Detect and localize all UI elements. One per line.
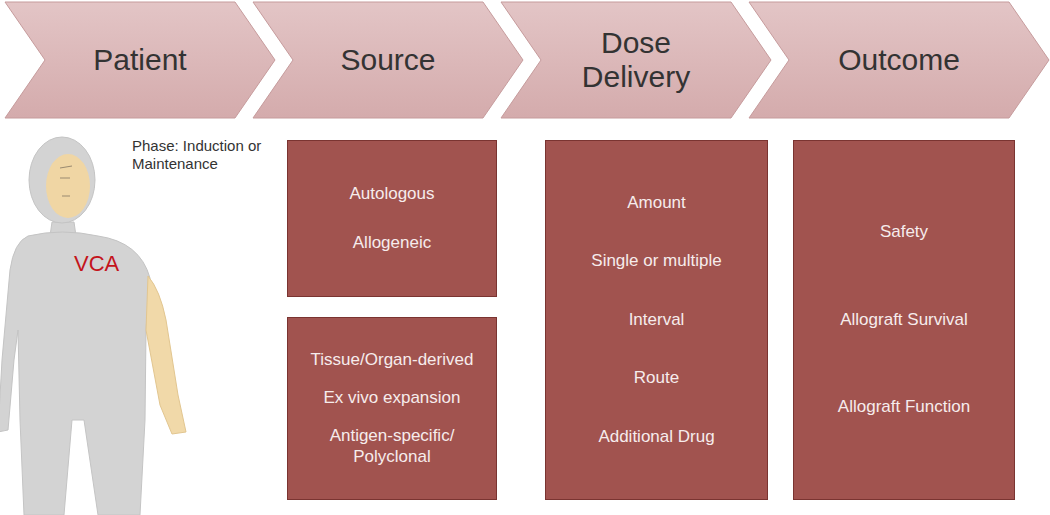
parameter-item: Safety (880, 222, 928, 242)
stage-title: Source (340, 43, 435, 77)
parameter-box: AutologousAllogeneic (287, 140, 497, 297)
parameter-box: Tissue/Organ-derived Ex vivo expansionAnt… (287, 317, 497, 500)
parameter-item: Route (634, 368, 679, 388)
parameter-item: Allograft Survival (840, 310, 968, 330)
parameter-item: Autologous (349, 184, 434, 204)
parameter-item: Additional Drug (598, 427, 714, 447)
phase-note: Phase: Induction or Maintenance (132, 137, 267, 173)
parameter-box: AmountSingle or multipleIntervalRouteAdd… (545, 140, 768, 500)
stage-title: Outcome (838, 43, 960, 77)
parameter-box: SafetyAllograft SurvivalAllograft Functi… (793, 140, 1015, 500)
stage-title: Patient (93, 43, 186, 77)
parameter-item: Allogeneic (353, 233, 431, 253)
parameter-item: Interval (629, 310, 685, 330)
parameter-item: Ex vivo expansion (323, 388, 460, 408)
stage-chevron: Outcome (749, 2, 1049, 118)
stage-chevron: Patient (5, 2, 275, 118)
parameter-item: Tissue/Organ-derived (311, 350, 474, 370)
vca-label: VCA (74, 252, 154, 276)
stage-title: Dose Delivery (545, 26, 727, 93)
parameter-item: Amount (627, 193, 686, 213)
stage-chevron: Source (253, 2, 523, 118)
parameter-item: Antigen-specific/ Polyclonal (298, 426, 486, 467)
parameter-item: Allograft Function (838, 397, 970, 417)
stage-chevron: Dose Delivery (501, 2, 771, 118)
parameter-item: Single or multiple (591, 251, 721, 271)
